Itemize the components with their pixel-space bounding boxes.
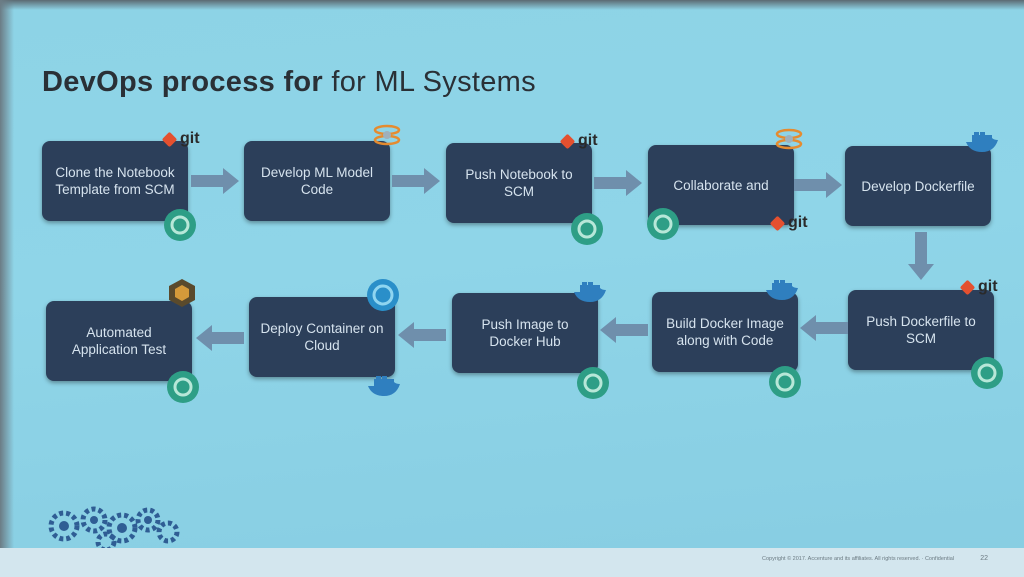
arrow-right	[392, 166, 442, 196]
step-label: Push Image to Docker Hub	[481, 317, 569, 349]
ci-icon	[166, 370, 200, 409]
step-label: Collaborate and	[673, 177, 769, 193]
slide-title: DevOps process for for ML Systems	[42, 66, 536, 99]
step-build-docker-image: Build Docker Image along with Code	[652, 292, 798, 372]
slide-footer: Copyright © 2017. Accenture and its affi…	[0, 548, 1024, 577]
docker-icon	[764, 278, 800, 307]
jupyter-icon	[774, 124, 804, 159]
jupyter-icon	[372, 120, 402, 155]
step-develop-ml-model: Develop ML Model Code	[244, 141, 390, 221]
step-label: Clone the Notebook Template from SCM	[55, 165, 175, 197]
git-icon: git	[769, 214, 808, 232]
arrow-left	[800, 313, 848, 343]
title-light: for ML Systems	[323, 66, 536, 98]
ci-icon	[768, 365, 802, 404]
arrow-right	[794, 170, 844, 200]
git-icon: git	[559, 132, 598, 150]
step-automated-test: Automated Application Test	[46, 301, 192, 381]
step-deploy-container: Deploy Container on Cloud	[249, 297, 395, 377]
screen-bezel-left	[0, 0, 14, 577]
ci-icon	[646, 207, 680, 246]
step-label: Push Notebook to SCM	[465, 167, 573, 199]
arrow-right	[594, 168, 644, 198]
ci-icon	[570, 212, 604, 251]
gears-logo	[44, 502, 184, 557]
cloud-icon	[366, 278, 400, 317]
ci-icon	[576, 366, 610, 405]
step-develop-dockerfile: Develop Dockerfile	[845, 146, 991, 226]
step-push-image: Push Image to Docker Hub	[452, 293, 598, 373]
page-number: 22	[980, 555, 988, 562]
screen-bezel	[0, 0, 1024, 10]
arrow-left	[196, 323, 244, 353]
arrow-down	[906, 232, 936, 282]
test-tool-icon	[168, 278, 196, 313]
footer-copyright: Copyright © 2017. Accenture and its affi…	[762, 556, 954, 562]
step-label: Deploy Container on Cloud	[260, 321, 384, 353]
step-label: Develop Dockerfile	[861, 178, 975, 194]
step-label: Automated Application Test	[71, 325, 167, 357]
arrow-left	[398, 320, 446, 350]
arrow-right	[191, 166, 241, 196]
step-label: Build Docker Image along with Code	[666, 316, 784, 348]
ci-icon	[163, 208, 197, 247]
arrow-left	[600, 315, 648, 345]
step-label: Develop ML Model Code	[260, 165, 374, 197]
docker-icon	[366, 374, 402, 403]
step-label: Push Dockerfile to SCM	[866, 314, 976, 346]
ci-icon	[970, 356, 1004, 395]
title-bold: DevOps process for	[42, 66, 323, 98]
docker-icon	[964, 130, 1000, 159]
step-clone-notebook: Clone the Notebook Template from SCM	[42, 141, 188, 221]
docker-icon	[572, 280, 608, 309]
step-push-dockerfile: Push Dockerfile to SCM	[848, 290, 994, 370]
git-icon: git	[161, 130, 200, 148]
step-push-notebook: Push Notebook to SCM	[446, 143, 592, 223]
step-collaborate: Collaborate and	[648, 145, 794, 225]
git-icon: git	[959, 278, 998, 296]
